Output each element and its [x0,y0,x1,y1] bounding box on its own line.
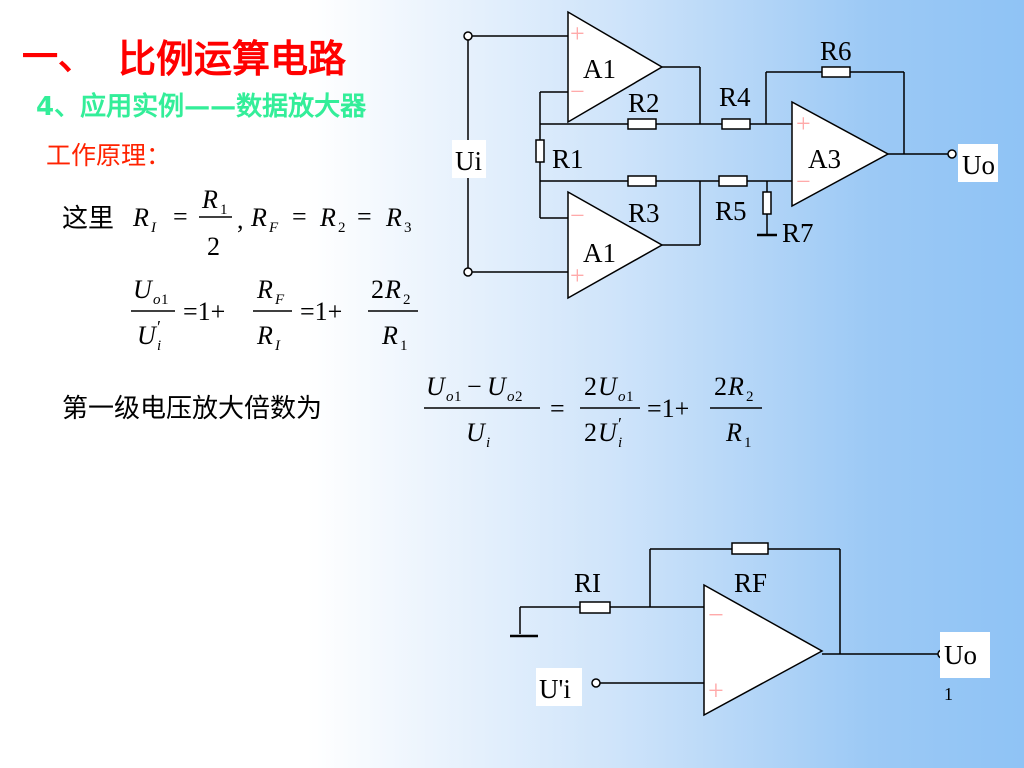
svg-text:=1+: =1+ [300,297,342,326]
svg-text:=: = [550,394,565,423]
a3-minus: − [796,167,811,196]
bottom-amp-plus: + [708,676,724,707]
svg-text:1: 1 [626,389,634,405]
svg-text:U: U [137,321,158,350]
svg-text:U: U [487,372,508,401]
svg-text:2: 2 [714,372,727,401]
bottom-output-label: Uo [944,640,977,670]
ri-label: RI [574,568,601,598]
svg-text:1: 1 [220,202,228,218]
zheli-label: 这里 [62,204,115,234]
svg-text:−: − [467,372,482,401]
svg-text:o: o [507,389,515,405]
svg-text:=: = [292,202,307,231]
a3-label: A3 [808,144,841,174]
r4-label: R4 [719,82,751,112]
svg-text:=1+: =1+ [183,297,225,326]
svg-text:R: R [250,203,267,232]
svg-text:i: i [618,435,622,451]
svg-text:2: 2 [584,372,597,401]
svg-text:U: U [598,418,619,447]
page-title: 比例运算电路 [118,37,347,81]
a3-plus: + [796,109,811,138]
svg-text:U: U [133,275,154,304]
svg-text:i: i [486,435,490,451]
svg-text:o: o [618,389,626,405]
svg-text:F: F [274,292,285,308]
rf-label: RF [734,568,767,598]
bottom-a1-label: A1 [583,238,616,268]
svg-text:R: R [725,418,742,447]
first-stage-gain-label: 第一级电压放大倍数为 [62,394,323,424]
svg-text:=: = [357,202,372,231]
svg-text:o: o [446,389,454,405]
svg-text:2: 2 [371,275,384,304]
svg-text:U: U [466,418,487,447]
svg-text:o: o [153,292,161,308]
svg-text:2: 2 [403,292,411,308]
bottom-input-label: U'i [539,674,571,704]
svg-text:R: R [385,203,402,232]
input-ui-label: Ui [455,146,482,176]
subtitle: 4、应用实例——数据放大器 [36,92,367,122]
svg-text:U: U [598,372,619,401]
svg-text:2: 2 [515,389,523,405]
title-number: 一、 [22,37,95,78]
svg-text:i: i [157,338,161,354]
principle-heading: 工作原理： [46,141,172,170]
svg-text:2: 2 [584,418,597,447]
svg-text:R: R [256,321,273,350]
top-a1-plus: + [570,19,585,48]
svg-text:R: R [384,275,401,304]
svg-text:′: ′ [157,317,161,337]
svg-text:=1+: =1+ [647,394,689,423]
r1-label: R1 [552,144,584,174]
output-uo-label: Uo [962,150,995,180]
uo-label-box [958,144,998,182]
top-a1-minus: − [570,77,585,106]
svg-text:I: I [274,338,281,354]
svg-text:I: I [150,220,157,236]
svg-text:2: 2 [207,232,220,261]
r2-label: R2 [628,88,660,118]
svg-text:U: U [426,372,447,401]
bottom-a1-minus: − [570,201,585,230]
svg-text:=: = [173,202,188,231]
svg-text:R: R [201,185,218,214]
svg-text:3: 3 [404,220,412,236]
svg-text:1: 1 [454,389,462,405]
ui-label-box [452,140,486,178]
r6-label: R6 [820,36,852,66]
svg-text:,: , [237,205,244,234]
uprime-label-box [536,668,582,706]
svg-text:R: R [319,203,336,232]
bottom-uo-label-box [940,632,990,678]
svg-text:2: 2 [746,389,754,405]
svg-text:1: 1 [744,435,752,451]
bottom-amp-minus: − [708,600,724,631]
svg-text:′: ′ [618,414,622,434]
r3-label: R3 [628,198,660,228]
r5-label: R5 [715,196,747,226]
svg-text:R: R [727,372,744,401]
svg-text:F: F [268,220,279,236]
top-a1-label: A1 [583,54,616,84]
bottom-a1-plus: + [570,261,585,290]
page-number: 1 [944,684,953,704]
svg-text:R: R [381,321,398,350]
svg-text:R: R [256,275,273,304]
svg-text:R: R [132,203,149,232]
svg-text:1: 1 [400,338,408,354]
r7-label: R7 [782,218,814,248]
svg-text:2: 2 [338,220,346,236]
svg-text:1: 1 [161,292,169,308]
